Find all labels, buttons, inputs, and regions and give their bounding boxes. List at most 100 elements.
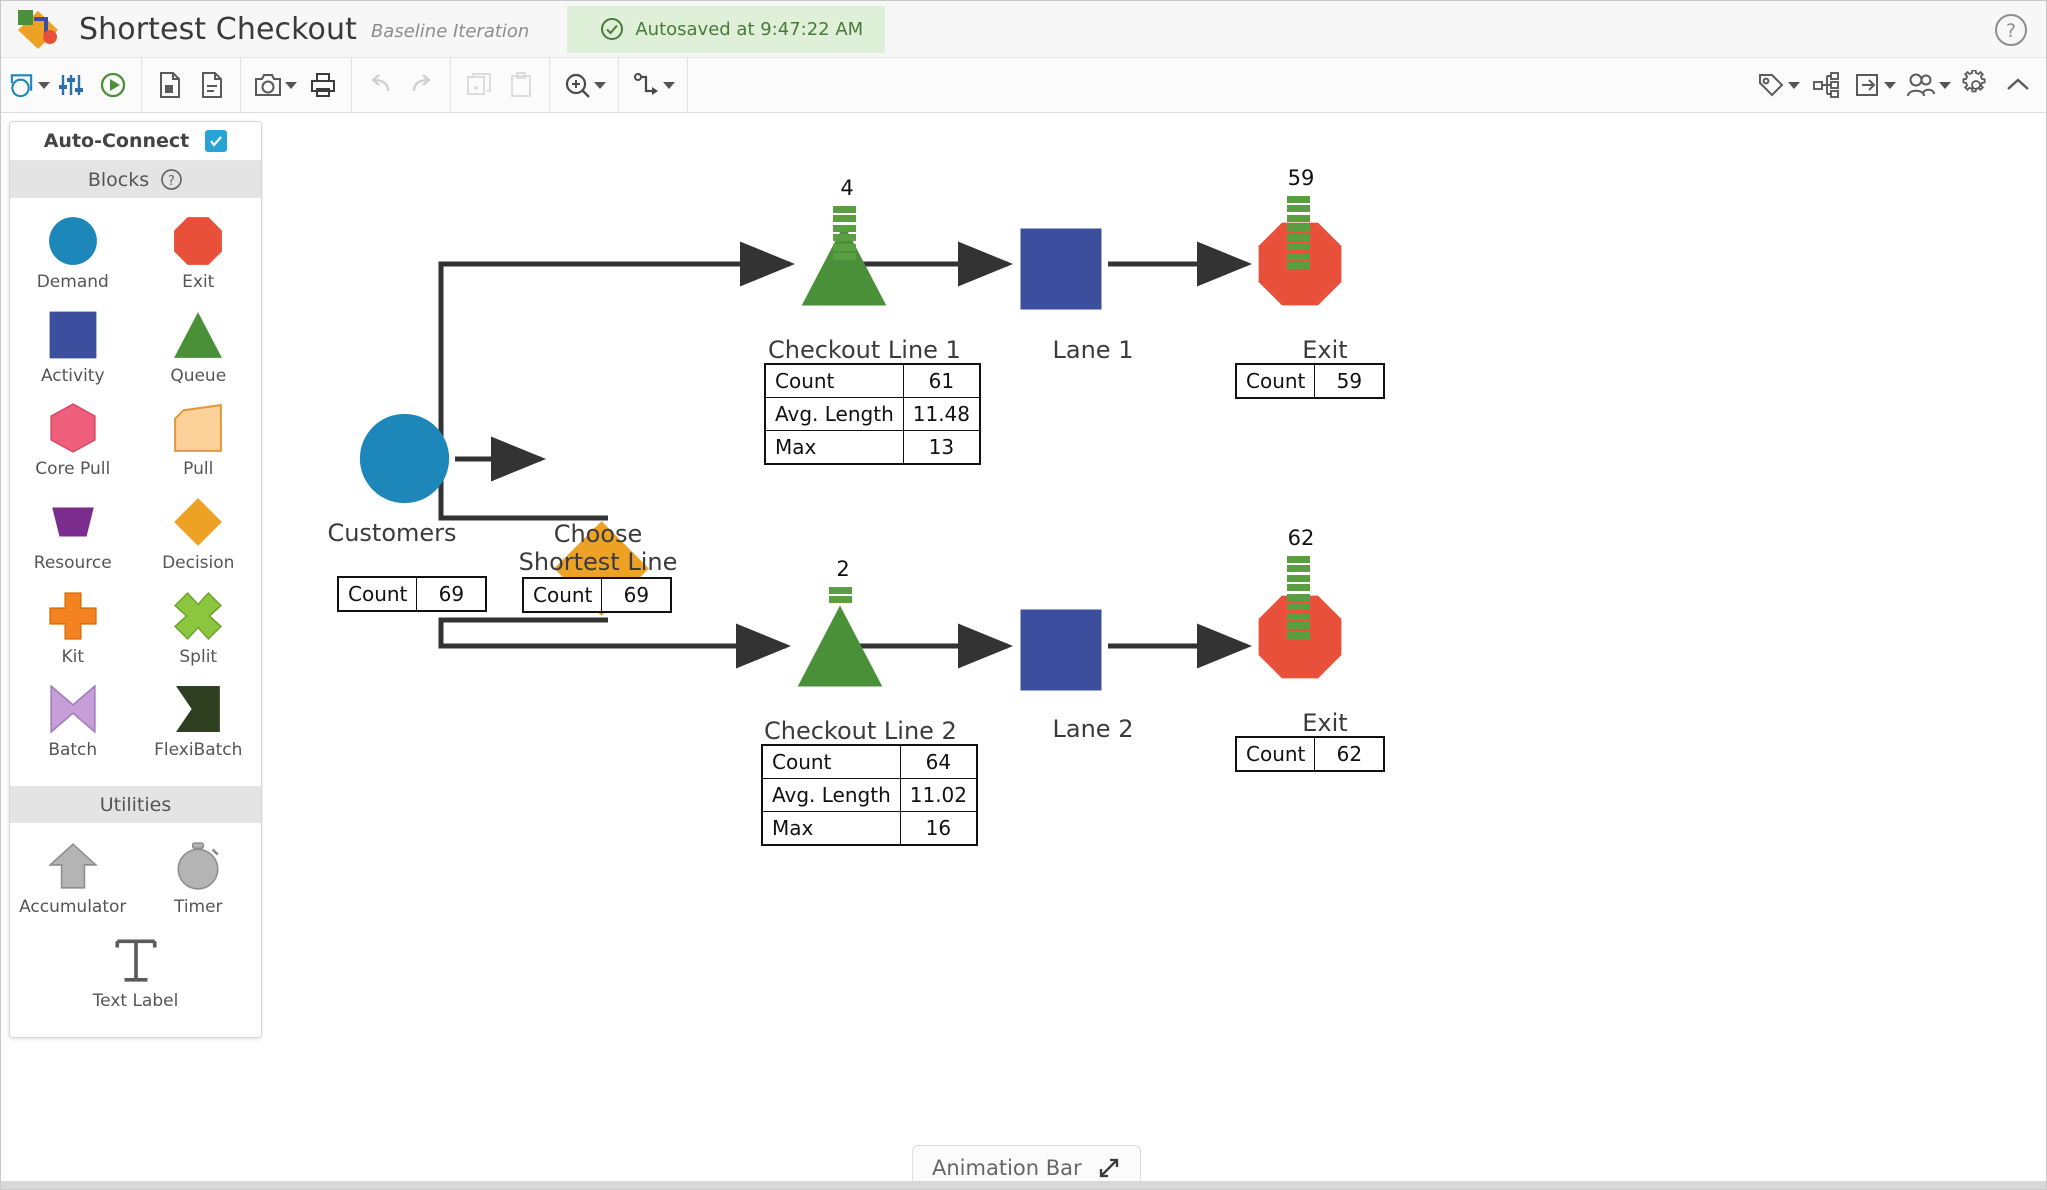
toolbar-group-zoom [550, 58, 619, 112]
queue-indicator-checkout-line-1 [833, 203, 856, 260]
tag-tool[interactable] [1751, 64, 1805, 106]
report-tool[interactable] [191, 64, 233, 106]
queue-bar [1287, 593, 1310, 601]
node-lane-2[interactable] [1016, 605, 1106, 693]
node-label-exit-2: Exit [1235, 709, 1415, 737]
circle-icon [47, 212, 99, 270]
block-item-pull[interactable]: Pull [136, 399, 262, 479]
zoom-tool[interactable] [557, 64, 611, 106]
autosave-text: Autosaved at 9:47:22 AM [635, 18, 864, 40]
chevron-down-icon[interactable] [1938, 81, 1951, 89]
chevron-down-icon[interactable] [1787, 81, 1800, 89]
block-item-batch[interactable]: Batch [10, 680, 136, 760]
chevron-down-icon[interactable] [284, 81, 297, 89]
diamond-icon [172, 493, 224, 551]
block-item-split[interactable]: Split [136, 587, 262, 667]
stat-key: Avg. Length [761, 778, 901, 812]
block-item-kit[interactable]: Kit [10, 587, 136, 667]
stat-row: Count 61 [764, 363, 981, 398]
queue-bar [1287, 262, 1310, 269]
stat-value: 11.48 [902, 397, 981, 431]
block-item-core-pull[interactable]: Core Pull [10, 399, 136, 479]
hierarchy-tool[interactable] [1805, 64, 1847, 106]
node-label-line: Exit [1302, 709, 1348, 737]
block-item-demand[interactable]: Demand [10, 212, 136, 292]
node-customers[interactable] [356, 410, 453, 507]
queue-indicator-checkout-line-2 [829, 584, 852, 603]
block-item-exit[interactable]: Exit [136, 212, 262, 292]
node-lane-1[interactable] [1016, 224, 1106, 312]
snapshot-tool[interactable] [248, 64, 302, 106]
help-circle-icon[interactable]: ? [1992, 11, 2030, 49]
hexagon-icon [47, 399, 99, 457]
queue-bar [833, 243, 856, 251]
expand-diagonal-icon[interactable] [1097, 1156, 1121, 1180]
block-item-activity[interactable]: Activity [10, 306, 136, 386]
queue-indicator-exit-2 [1287, 553, 1310, 639]
paste-tool[interactable] [500, 64, 542, 106]
toolbar-group-edit [1, 58, 142, 112]
queue-bar [1287, 555, 1310, 563]
blocks-section-header: Blocks ? [10, 161, 261, 198]
chevron-down-icon[interactable] [662, 81, 675, 89]
block-item-decision[interactable]: Decision [136, 493, 262, 573]
utility-item-timer[interactable]: Timer [136, 837, 262, 917]
auto-connect-checkbox[interactable] [205, 130, 228, 152]
gear-icon[interactable] [1955, 64, 1997, 106]
toolbar-group-clipboard [451, 58, 550, 112]
settings-sliders-tool[interactable] [50, 64, 92, 106]
block-label: Core Pull [35, 459, 111, 480]
auto-connect-label: Auto-Connect [43, 130, 190, 152]
title-bar: Shortest Checkout Baseline Iteration Aut… [1, 1, 2046, 58]
utilities-header-label: Utilities [99, 793, 172, 816]
queue-bar [1287, 574, 1310, 582]
block-item-flexibatch[interactable]: FlexiBatch [136, 680, 262, 760]
stats-table-exit-2: Count 62 [1235, 736, 1386, 772]
stat-row: Count 62 [1235, 736, 1385, 772]
help-circle-icon[interactable]: ? [160, 168, 183, 191]
block-item-queue[interactable]: Queue [136, 306, 262, 386]
chevron-down-icon[interactable] [38, 81, 50, 89]
copy-tool[interactable] [458, 64, 500, 106]
stat-value: 61 [902, 363, 981, 398]
bottom-bar [1, 1181, 2046, 1189]
bowtie-icon [47, 680, 99, 738]
run-simulation-tool[interactable] [92, 64, 134, 106]
chevron-down-icon[interactable] [1883, 81, 1896, 89]
timer-icon [172, 837, 224, 895]
node-checkout-line-2[interactable] [794, 600, 886, 690]
undo-tool[interactable] [359, 64, 401, 106]
stat-value: 13 [902, 430, 981, 465]
users-tool[interactable] [1901, 64, 1955, 106]
stat-value: 16 [899, 811, 978, 846]
autosave-status: Autosaved at 9:47:22 AM [567, 5, 886, 53]
queue-bar [1287, 612, 1310, 620]
export-tool[interactable] [1847, 64, 1901, 106]
stat-row: Max 13 [764, 430, 981, 465]
chevron-up-icon[interactable] [1997, 64, 2039, 106]
connector-style-tool[interactable] [626, 64, 680, 106]
block-label: Activity [40, 365, 105, 386]
node-label-exit-1: Exit [1235, 336, 1415, 364]
auto-connect-row[interactable]: Auto-Connect [10, 122, 261, 161]
redo-tool[interactable] [401, 64, 443, 106]
stat-row: Count 69 [337, 576, 487, 612]
utility-item-text-label[interactable]: Text Label [10, 931, 261, 1011]
chevron-down-icon[interactable] [593, 81, 606, 89]
block-item-resource[interactable]: Resource [10, 493, 136, 573]
queue-bar [1287, 214, 1310, 222]
select-shape-tool[interactable] [8, 64, 50, 106]
utility-item-accumulator[interactable]: Accumulator [10, 837, 136, 917]
node-checkout-line-1[interactable] [798, 219, 890, 309]
node-label-line: Choose [553, 520, 643, 548]
stat-key: Count [764, 363, 904, 398]
stat-key: Count [337, 576, 418, 612]
node-label-line: Checkout Line 2 [764, 717, 957, 745]
new-scenario-tool[interactable] [149, 64, 191, 106]
stat-key: Avg. Length [764, 397, 904, 431]
page-title: Shortest Checkout [79, 11, 357, 47]
block-label: FlexiBatch [154, 740, 243, 761]
print-tool[interactable] [302, 64, 344, 106]
block-label: Pull [183, 459, 214, 480]
